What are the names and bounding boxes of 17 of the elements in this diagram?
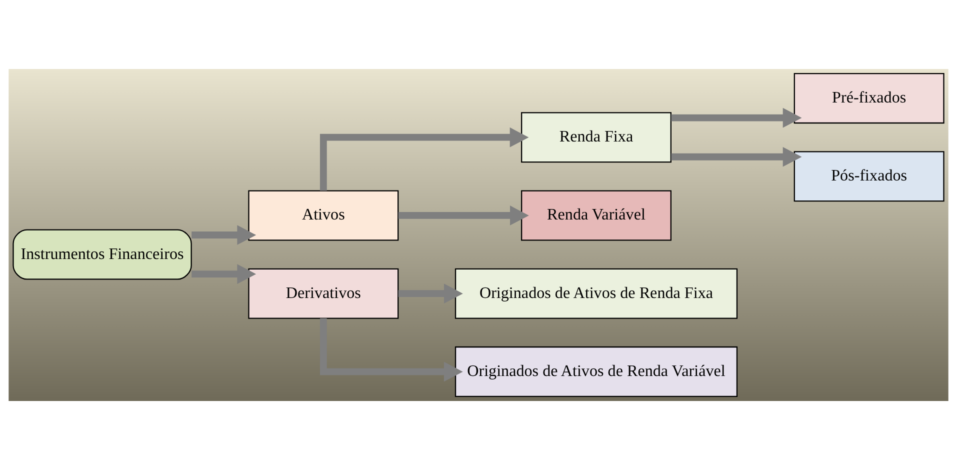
node-box: Pré-fixados bbox=[794, 73, 944, 124]
arrow bbox=[671, 108, 802, 128]
node-box: Renda Fixa bbox=[521, 112, 672, 163]
node-box: Derivativos bbox=[248, 268, 399, 319]
node-box: Originados de Ativos de Renda Fixa bbox=[454, 268, 738, 319]
node-box: Pós-fixados bbox=[794, 151, 944, 202]
arrow bbox=[398, 206, 529, 226]
arrow bbox=[192, 264, 256, 284]
arrow bbox=[398, 284, 463, 304]
node-box: Instrumentos Financeiros bbox=[12, 229, 192, 280]
arrow bbox=[320, 318, 463, 382]
node-box: Renda Variável bbox=[521, 190, 672, 241]
node-box: Originados de Ativos de Renda Variável bbox=[454, 346, 738, 397]
node-box: Ativos bbox=[248, 190, 399, 241]
arrow bbox=[671, 146, 802, 167]
arrow bbox=[192, 225, 256, 245]
arrow bbox=[320, 127, 529, 191]
